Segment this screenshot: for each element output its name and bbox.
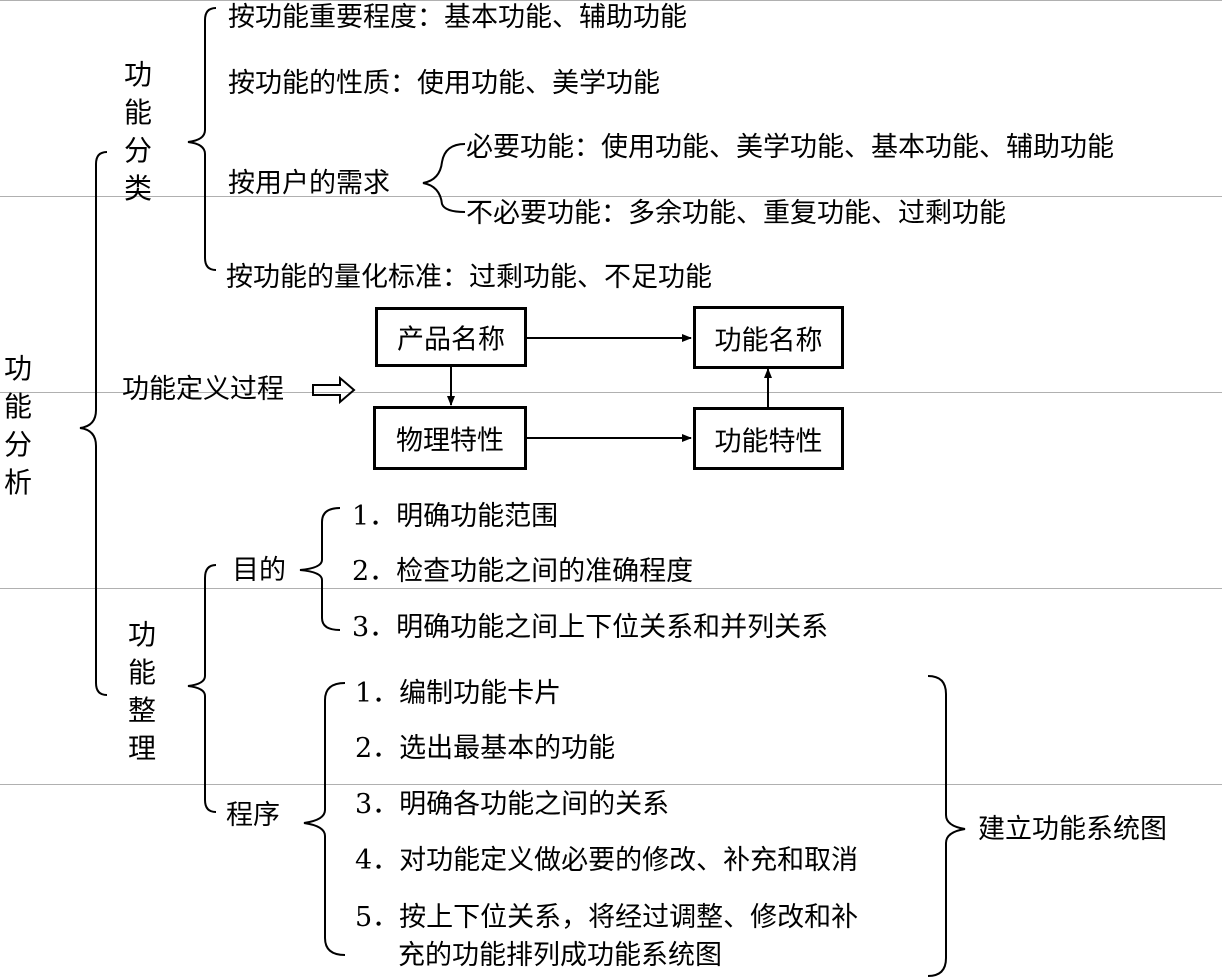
- guide-line: [0, 392, 1222, 393]
- arrangement-label: 功能整理: [127, 618, 156, 765]
- arrangement-brace: [187, 564, 217, 813]
- root-brace: [79, 151, 108, 696]
- unnecessary-functions: 不必要功能：多余功能、重复功能、过剩功能: [466, 198, 1006, 229]
- procedure-item: 4．对功能定义做必要的修改、补充和取消: [355, 845, 859, 876]
- purpose-item: 1．明确功能范围: [352, 501, 559, 532]
- classification-label: 功能分类: [123, 58, 152, 205]
- necessary-functions: 必要功能：使用功能、美学功能、基本功能、辅助功能: [466, 132, 1114, 163]
- definition-label: 功能定义过程: [122, 374, 284, 405]
- guide-line: [0, 784, 1222, 785]
- purpose-label: 目的: [232, 555, 286, 586]
- purpose-item: 3．明确功能之间上下位关系和并列关系: [352, 612, 829, 643]
- physical-property-box: 物理特性: [373, 406, 527, 470]
- procedure-label: 程序: [226, 800, 280, 831]
- function-property-box: 功能特性: [693, 407, 844, 470]
- purpose-brace: [299, 507, 341, 631]
- user-needs-brace: [422, 143, 466, 213]
- procedure-item: 5．按上下位关系，将经过调整、修改和补: [355, 902, 859, 933]
- function-name-box: 功能名称: [693, 306, 844, 369]
- guide-line: [0, 0, 1222, 1]
- procedure-result: 建立功能系统图: [978, 814, 1167, 845]
- product-name-box: 产品名称: [375, 307, 527, 367]
- classification-item: 按用户的需求: [228, 168, 390, 199]
- procedure-item-continued: 充的功能排列成功能系统图: [398, 940, 722, 971]
- procedure-item: 1．编制功能卡片: [355, 678, 562, 709]
- purpose-item: 2．检查功能之间的准确程度: [352, 556, 694, 587]
- root-label: 功能分析: [3, 352, 32, 499]
- classification-item: 按功能的性质：使用功能、美学功能: [228, 68, 660, 99]
- result-brace: [927, 675, 966, 977]
- procedure-item: 2．选出最基本的功能: [355, 733, 616, 764]
- guide-line: [0, 196, 1222, 197]
- procedure-item: 3．明确各功能之间的关系: [355, 789, 670, 820]
- classification-brace: [187, 7, 217, 271]
- classification-item: 按功能的量化标准：过剩功能、不足功能: [226, 262, 712, 293]
- procedure-brace: [303, 682, 346, 956]
- hollow-arrow-icon: [312, 375, 356, 405]
- guide-line: [0, 588, 1222, 589]
- classification-item: 按功能重要程度：基本功能、辅助功能: [228, 2, 687, 33]
